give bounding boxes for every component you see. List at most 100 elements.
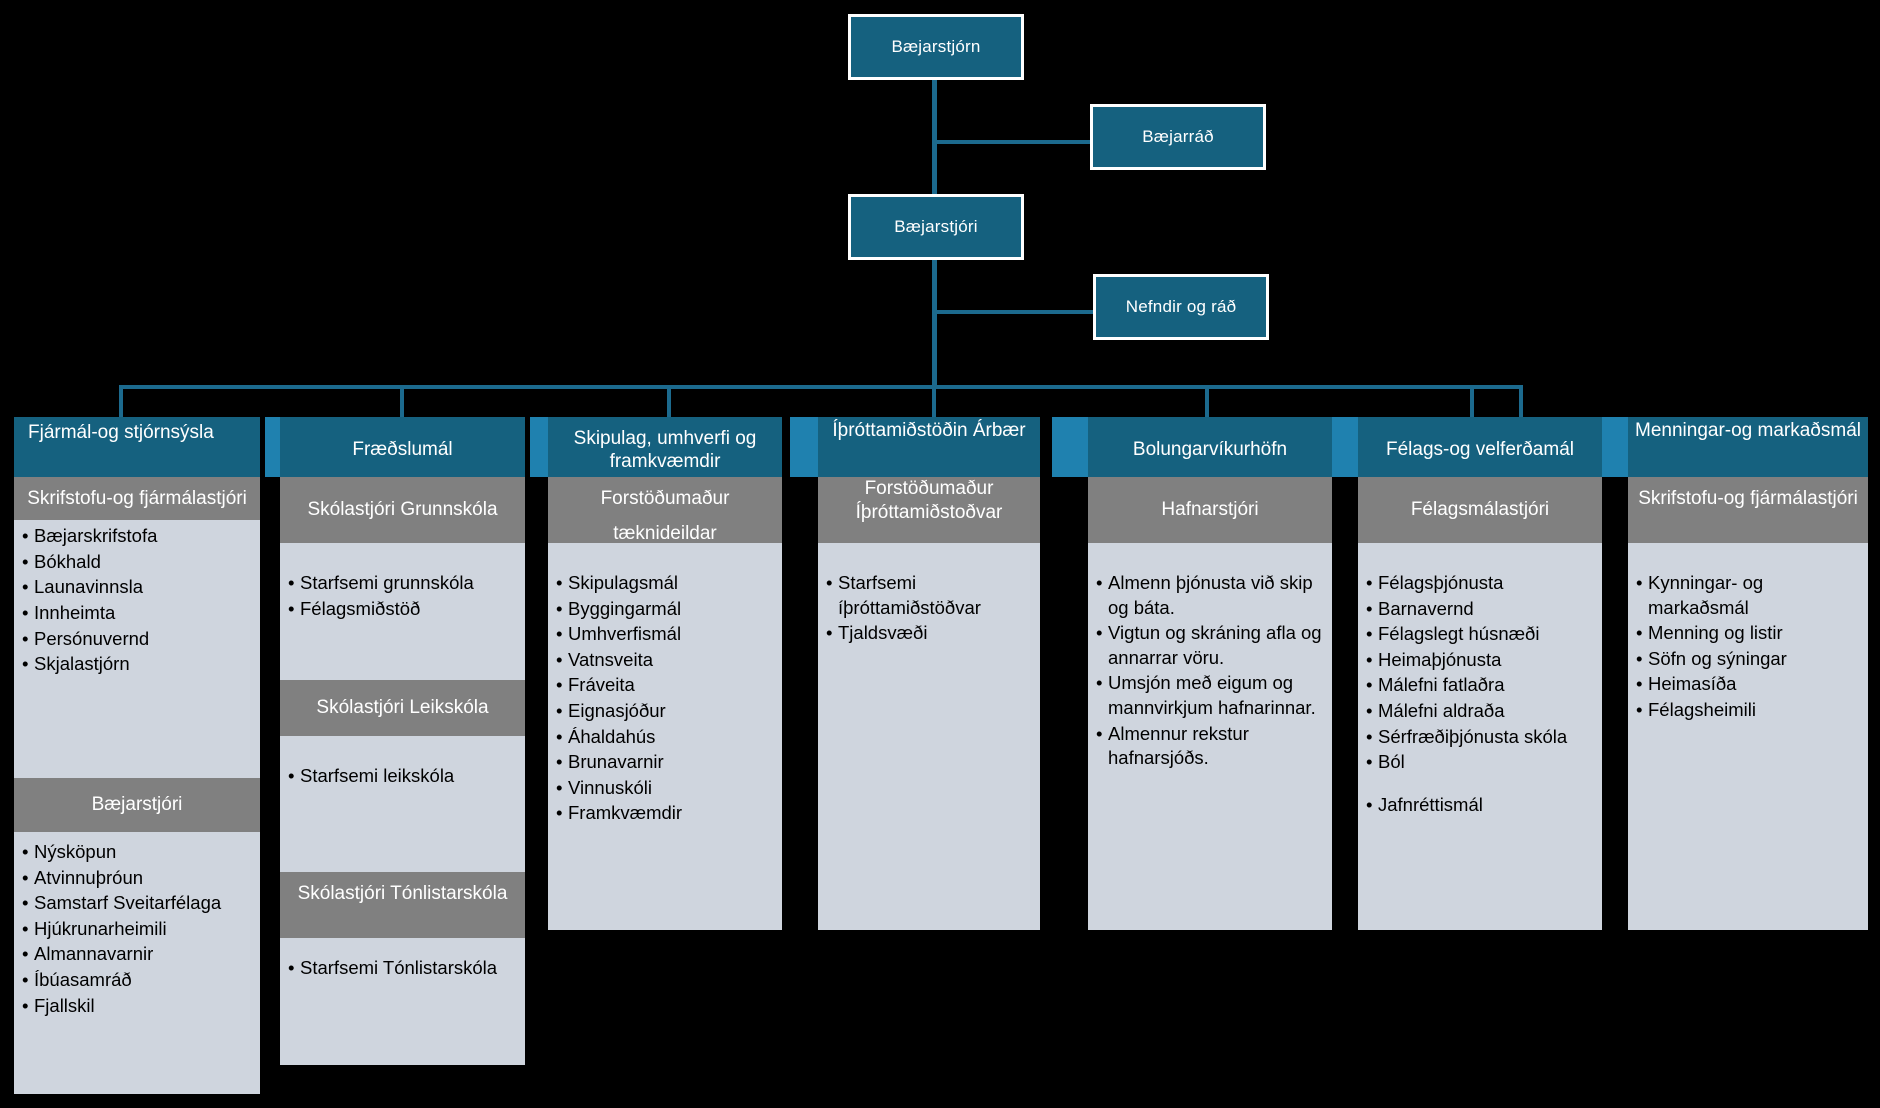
section-head-2-1[interactable]: Skólastjóri Grunnskóla [280,477,525,543]
list-item: Almannavarnir [22,942,252,967]
section-head-3-1-label: Forstöðumaður tæknideildar [600,488,730,545]
list-item: Félagsþjónusta [1366,571,1594,596]
box-nefndir-og-rad-label: Nefndir og ráð [1125,297,1237,317]
section-head-2-2[interactable]: Skólastjóri Leikskóla [280,679,525,736]
list-item: Starfsemi íþróttamiðstöðvar [826,571,1032,620]
section-head-2-2-label: Skólastjóri Leikskóla [316,696,489,718]
section-head-7-1[interactable]: Skrifstofu-og fjármálastjóri [1628,477,1868,543]
list-item: Áhaldahús [556,725,774,750]
section-list-5-1: Almenn þjónusta við skip og báta. Vigtun… [1096,571,1324,771]
box-bajarstjori[interactable]: Bæjarstjóri [848,194,1024,260]
list-item: Málefni fatlaðra [1366,673,1594,698]
list-item: Félagsheimili [1636,698,1860,723]
list-item: Almennur rekstur hafnarsjóðs. [1096,722,1324,771]
department-title-2[interactable]: Fræðslumál [280,417,525,477]
department-title-7-label: Menningar-og markaðsmál [1635,420,1861,441]
section-head-1-1-label: Skrifstofu-og fjármálastjóri [27,488,247,509]
list-item: Ból [1366,750,1594,775]
department-column-6: Félags-og velferðamál Félagsmálastjóri F… [1358,417,1602,930]
box-bajarrad[interactable]: Bæjarráð [1090,104,1266,170]
section-body-4-1: Starfsemi íþróttamiðstöðvar Tjaldsvæði [818,543,1040,930]
department-title-6[interactable]: Félags-og velferðamál [1358,417,1602,477]
section-head-5-1-label: Hafnarstjóri [1161,499,1259,521]
list-item: Nýsköpun [22,840,252,865]
list-item: Eignasjóður [556,699,774,724]
section-head-6-1[interactable]: Félagsmálastjóri [1358,477,1602,543]
section-body-5-1: Almenn þjónusta við skip og báta. Vigtun… [1088,543,1332,930]
list-item: Fjallskil [22,994,252,1019]
section-head-2-1-label: Skólastjóri Grunnskóla [307,499,498,521]
section-body-3-1: Skipulagsmál Byggingarmál Umhverfismál V… [548,543,782,930]
connector-department-bus [119,385,1523,389]
section-head-5-1[interactable]: Hafnarstjóri [1088,477,1332,543]
section-body-2-3: Starfsemi Tónlistarskóla [280,938,525,1066]
list-item: Samstarf Sveitarfélaga [22,891,252,916]
section-body-2-1: Starfsemi grunnskóla Félagsmiðstöð [280,543,525,680]
section-list-1-2: Nýsköpun Atvinnuþróun Samstarf Sveitarfé… [22,840,252,1018]
connector-council-to-manager [932,80,937,194]
section-body-6-1: Félagsþjónusta Barnavernd Félagslegt hús… [1358,543,1602,930]
department-title-5[interactable]: Bolungarvíkurhöfn [1088,417,1332,477]
list-item: Starfsemi leikskóla [288,764,517,789]
section-list-2-2: Starfsemi leikskóla [288,764,517,789]
box-bajarstjorn-label: Bæjarstjórn [891,37,981,57]
box-nefndir-og-rad[interactable]: Nefndir og ráð [1093,274,1269,340]
department-column-4: Íþróttamiðstöðin Árbær Forstöðumaður Íþr… [818,417,1040,930]
list-item: Málefni aldraða [1366,699,1594,724]
department-title-4[interactable]: Íþróttamiðstöðin Árbær [818,417,1040,477]
list-item: Tjaldsvæði [826,621,1032,646]
section-head-3-1[interactable]: Forstöðumaður tæknideildar [548,477,782,545]
list-item: Vatnsveita [556,648,774,673]
section-head-2-3-label: Skólastjóri Tónlistarskóla [297,883,508,905]
department-title-3[interactable]: Skipulag, umhverfi og framkvæmdir [548,417,782,477]
department-title-1-label: Fjármál-og stjórnsýsla [28,422,214,443]
department-title-3-label: Skipulag, umhverfi og framkvæmdir [573,427,757,472]
section-head-4-1-label: Forstöðumaður Íþróttamiðstoðvar [855,478,1003,523]
department-column-5: Bolungarvíkurhöfn Hafnarstjóri Almenn þj… [1088,417,1332,930]
connector-drop-6 [1470,385,1474,419]
connector-drop-7 [1519,385,1523,419]
section-head-1-1[interactable]: Skrifstofu-og fjármálastjóri [14,477,260,521]
list-item: Kynningar- og markaðsmál [1636,571,1860,620]
section-list-2-3: Starfsemi Tónlistarskóla [288,956,517,981]
connector-drop-2 [400,385,404,419]
list-item: Bæjarskrifstofa [22,524,252,549]
list-item: Bókhald [22,550,252,575]
section-body-2-2: Starfsemi leikskóla [280,735,525,873]
department-title-1[interactable]: Fjármál-og stjórnsýsla [14,417,260,477]
list-item: Sérfræðiþjónusta skóla [1366,725,1594,750]
department-column-2: Fræðslumál Skólastjóri Grunnskóla Starfs… [280,417,525,1066]
section-body-1-1: Bæjarskrifstofa Bókhald Launavinnsla Inn… [14,520,260,779]
box-bajarrad-label: Bæjarráð [1142,127,1214,147]
department-column-7: Menningar-og markaðsmál Skrifstofu-og fj… [1628,417,1868,930]
connector-trunk-to-board [932,140,1090,144]
list-item: Heimaþjónusta [1366,648,1594,673]
department-title-5-label: Bolungarvíkurhöfn [1132,439,1288,461]
connector-drop-3 [667,385,671,419]
list-item: Félagsmiðstöð [288,597,517,622]
list-item: Umhverfismál [556,622,774,647]
list-item: Launavinnsla [22,575,252,600]
section-head-1-2-label: Bæjarstjóri [91,794,183,816]
list-item: Framkvæmdir [556,801,774,826]
section-head-2-3[interactable]: Skólastjóri Tónlistarskóla [280,872,525,939]
connector-trunk-to-committees [932,310,1093,314]
list-item: Söfn og sýningar [1636,647,1860,672]
connector-manager-to-bus [932,260,937,388]
list-item: Félagslegt húsnæði [1366,622,1594,647]
department-title-7[interactable]: Menningar-og markaðsmál [1628,417,1868,477]
list-item: Vinnuskóli [556,776,774,801]
box-bajarstjorn[interactable]: Bæjarstjórn [848,14,1024,80]
section-body-1-2: Nýsköpun Atvinnuþróun Samstarf Sveitarfé… [14,832,260,1095]
list-item: Starfsemi grunnskóla [288,571,517,596]
section-list-4-1: Starfsemi íþróttamiðstöðvar Tjaldsvæði [826,571,1032,646]
department-title-4-label: Íþróttamiðstöðin Árbær [832,420,1026,441]
list-item: Vigtun og skráning afla og annarrar vöru… [1096,621,1324,670]
section-head-4-1[interactable]: Forstöðumaður Íþróttamiðstoðvar [818,477,1040,543]
department-title-6-label: Félags-og velferðamál [1386,439,1574,461]
list-item: Brunavarnir [556,750,774,775]
list-item: Skipulagsmál [556,571,774,596]
list-item: Íbúasamráð [22,968,252,993]
section-head-1-2[interactable]: Bæjarstjóri [14,778,260,833]
